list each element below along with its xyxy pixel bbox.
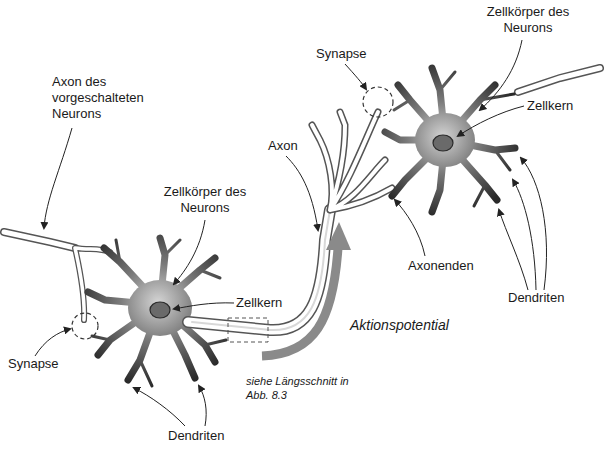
synapse-circle — [72, 313, 98, 339]
part-label: Axonenden — [408, 258, 498, 274]
synapse-circle — [363, 87, 393, 117]
action-potential-arrow — [262, 222, 351, 356]
part-label: Synapse — [316, 46, 386, 62]
part-label: siehe Längsschnitt in Abb. 8.3 — [246, 374, 361, 402]
leader-lines — [35, 40, 547, 426]
part-label: Zellkörper des Neurons — [478, 4, 578, 36]
neuron-right — [385, 68, 515, 212]
part-label: Dendriten — [508, 290, 598, 306]
neuron-left — [88, 238, 226, 386]
part-label: Axon des vorgeschalteten Neurons — [52, 74, 157, 122]
part-label: Dendriten — [168, 428, 258, 444]
part-label: Zellkörper des Neurons — [155, 184, 255, 216]
axon — [188, 210, 330, 330]
axon-terminals — [312, 112, 392, 210]
part-label: Synapse — [8, 356, 78, 372]
incoming-axon — [4, 232, 110, 320]
part-label: Zellkern — [527, 98, 599, 114]
incoming-axon — [518, 68, 600, 92]
section-marker — [228, 318, 268, 342]
part-label: Zellkern — [236, 295, 306, 311]
part-label: Axon — [268, 138, 318, 154]
part-label: Aktionspotential — [350, 316, 480, 334]
